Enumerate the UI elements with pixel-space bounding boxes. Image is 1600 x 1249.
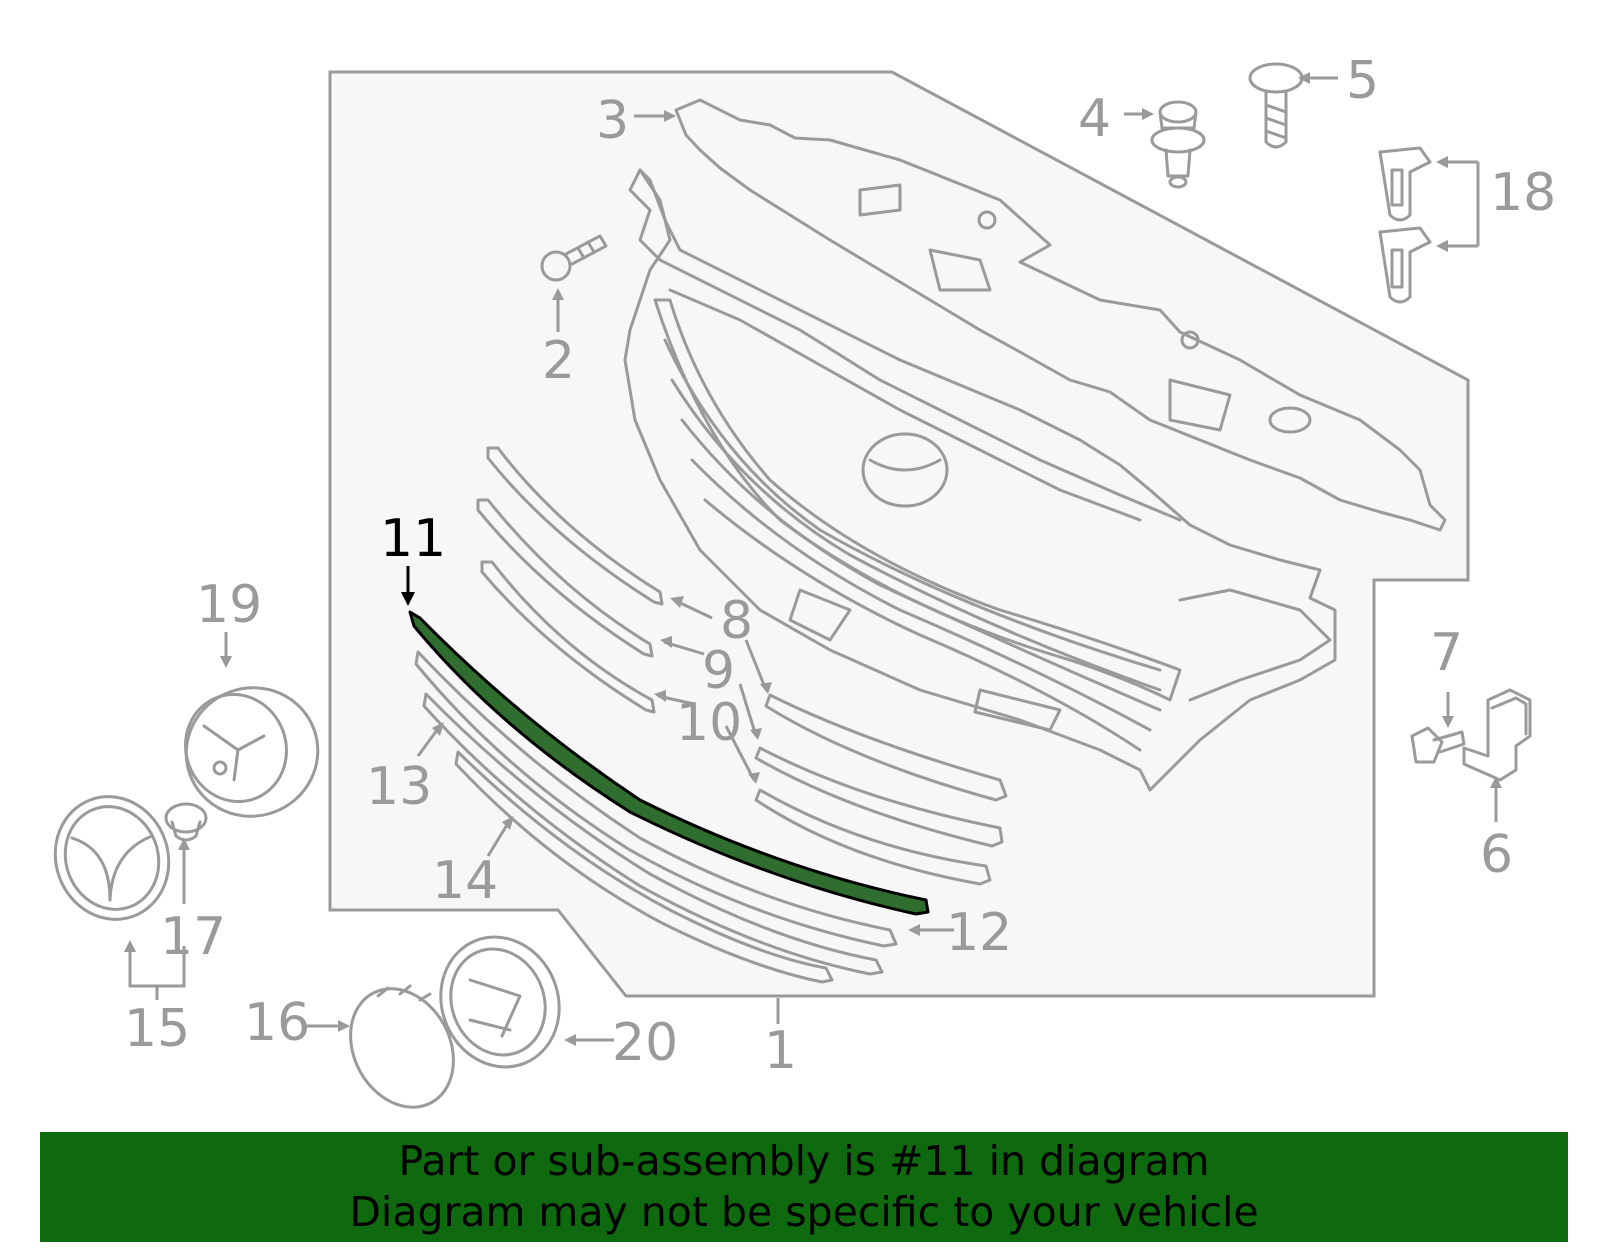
bolt-part-2 [540, 234, 608, 282]
emblem-base-part-19 [184, 686, 320, 818]
molding-part-12 [414, 650, 898, 948]
leader-lines [128, 76, 1498, 1042]
banner-line-1: Part or sub-assembly is #11 in diagram [398, 1137, 1210, 1185]
cover-part-16 [349, 984, 455, 1109]
screw-part-7 [1410, 726, 1466, 764]
callout-3: 3 [596, 91, 629, 151]
callout-7: 7 [1430, 623, 1463, 683]
upper-bracket-part [674, 98, 1447, 532]
screw-part-5 [1248, 62, 1304, 149]
molding-part-10 [480, 560, 992, 886]
molding-part-13 [422, 692, 884, 976]
callout-9: 9 [702, 641, 735, 701]
bracket-part-6 [1462, 688, 1532, 782]
molding-part-9 [476, 498, 1004, 848]
callout-19: 19 [196, 575, 262, 635]
callout-13: 13 [366, 757, 432, 817]
banner-line-2: Diagram may not be specific to your vehi… [349, 1188, 1259, 1236]
callout-2: 2 [542, 331, 575, 391]
callout-15: 15 [124, 999, 190, 1059]
callout-16: 16 [244, 993, 310, 1053]
callout-10: 10 [676, 693, 742, 753]
highlight-arrow [401, 592, 415, 606]
info-banner: Part or sub-assembly is #11 in diagram D… [40, 1132, 1568, 1242]
callout-6: 6 [1480, 825, 1513, 885]
callout-11: 11 [380, 509, 446, 569]
callout-20: 20 [612, 1013, 678, 1073]
callout-17: 17 [160, 907, 226, 967]
clip-part-17 [164, 802, 208, 842]
molding-part-8 [486, 446, 1008, 802]
clip-part-18 [1378, 146, 1432, 304]
callout-4: 4 [1078, 89, 1111, 149]
callout-5: 5 [1346, 51, 1379, 111]
callout-1: 1 [764, 1021, 797, 1081]
clip-part-4 [1150, 100, 1206, 189]
callout-18: 18 [1490, 163, 1556, 223]
highlighted-part-11 [408, 610, 930, 916]
molding-part-14 [454, 750, 834, 984]
callout-8: 8 [720, 591, 753, 651]
arrowheads [124, 72, 1502, 1046]
callout-labels: 1 2 3 4 5 6 7 8 9 10 11 12 13 14 15 16 1… [124, 51, 1556, 1081]
ring-part-20 [439, 935, 561, 1069]
callout-14: 14 [432, 851, 498, 911]
grille-part [623, 168, 1337, 792]
emblem-part-15 [53, 795, 171, 921]
callout-12: 12 [946, 903, 1012, 963]
assembly-panel [328, 70, 1470, 998]
